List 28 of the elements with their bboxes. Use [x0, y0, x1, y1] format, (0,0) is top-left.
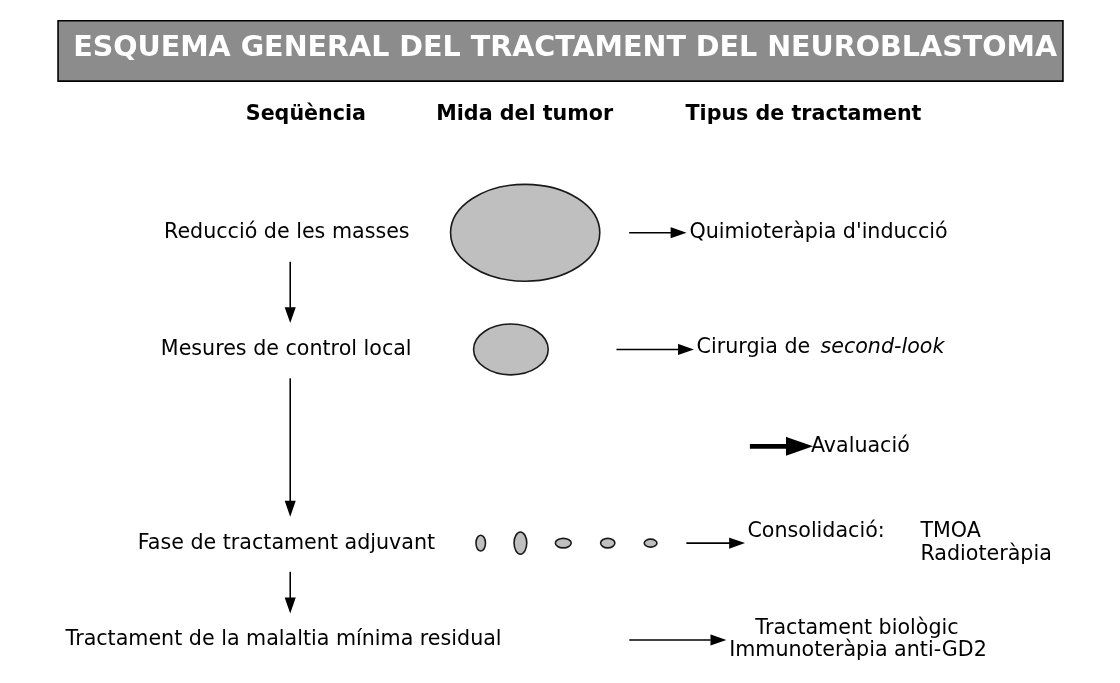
node-text: Fase de tractament adjuvant [137, 529, 435, 554]
node-text: Tractament biològic Immunoteràpia anti-GD2 [728, 615, 987, 662]
label: Mida del tumor [435, 100, 613, 125]
diagram-title: ESQUEMA GENERAL DEL TRACTAMENT DEL NEUROBLASTOMA [72, 29, 1057, 64]
node-ellipse [554, 537, 572, 549]
node-ellipse [599, 537, 616, 549]
arrow [627, 634, 726, 646]
node-ellipse [472, 323, 549, 376]
node-text: Quimioteràpia d'inducció [688, 219, 948, 244]
arrow [615, 343, 694, 355]
node-ellipse [512, 531, 528, 556]
arrow [627, 227, 687, 239]
arrow [284, 261, 296, 324]
arrow [685, 537, 745, 549]
node-ellipse [449, 183, 601, 282]
node-text: Avaluació [810, 432, 910, 457]
node-text: Tractament de la malaltia mínima residual [65, 626, 502, 651]
arrow [284, 571, 296, 614]
label: Seqüència [245, 100, 366, 125]
arrow [284, 377, 296, 517]
node-ellipse [474, 534, 486, 552]
node-text: Cirurgia de second-look [696, 334, 944, 359]
node-text: Consolidació: TMOA Radioteràpia [746, 518, 1052, 565]
node-text: Reducció de les masses [163, 219, 410, 244]
label: Tipus de tractament [685, 100, 921, 125]
node-ellipse [642, 538, 658, 548]
node-text: Mesures de control local [160, 335, 412, 360]
arrow [749, 436, 813, 456]
